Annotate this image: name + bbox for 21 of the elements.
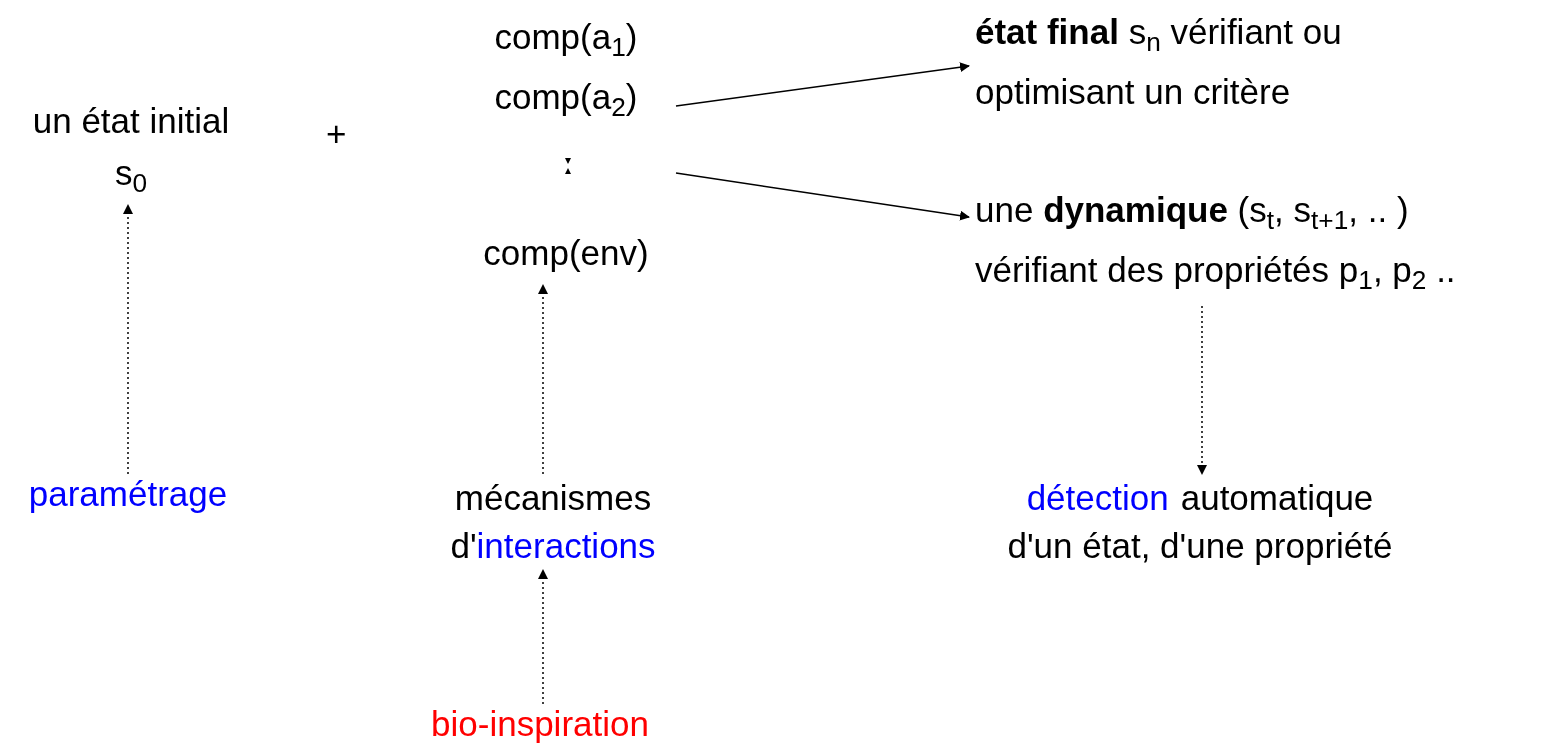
node-text: paramétrage — [28, 474, 228, 514]
text: détection — [1026, 477, 1169, 519]
plus-sign: + — [326, 113, 347, 155]
arrow — [675, 62, 970, 107]
node-text: comp(a$_{2}$) — [494, 76, 638, 119]
node-text: un état initial s$_{0}$ — [31, 100, 231, 199]
arrow — [538, 284, 548, 475]
node-text: bio-inspiration — [431, 704, 649, 744]
arrow — [538, 569, 548, 705]
arrow — [675, 172, 970, 221]
node-text: une dynamique (s$_{t}$, s$_{t+1}$, .. ) vérifiant des propriétés p$_{1}$, p$_{2}$ .. — [975, 189, 1457, 297]
text: mécanismes — [454, 477, 652, 519]
text: d'un état, d'une propriété — [1007, 525, 1393, 567]
text: d' — [450, 525, 477, 567]
arrow — [1197, 305, 1207, 475]
text: interactions — [476, 525, 656, 567]
node-text: comp(env) — [483, 232, 649, 274]
node-text: comp(a$_{1}$) — [494, 16, 638, 59]
arrow — [123, 204, 133, 475]
node-text: état final s$_{n}$ vérifiant ou optimisant un critère — [975, 11, 1343, 113]
text: automatique — [1180, 477, 1374, 519]
